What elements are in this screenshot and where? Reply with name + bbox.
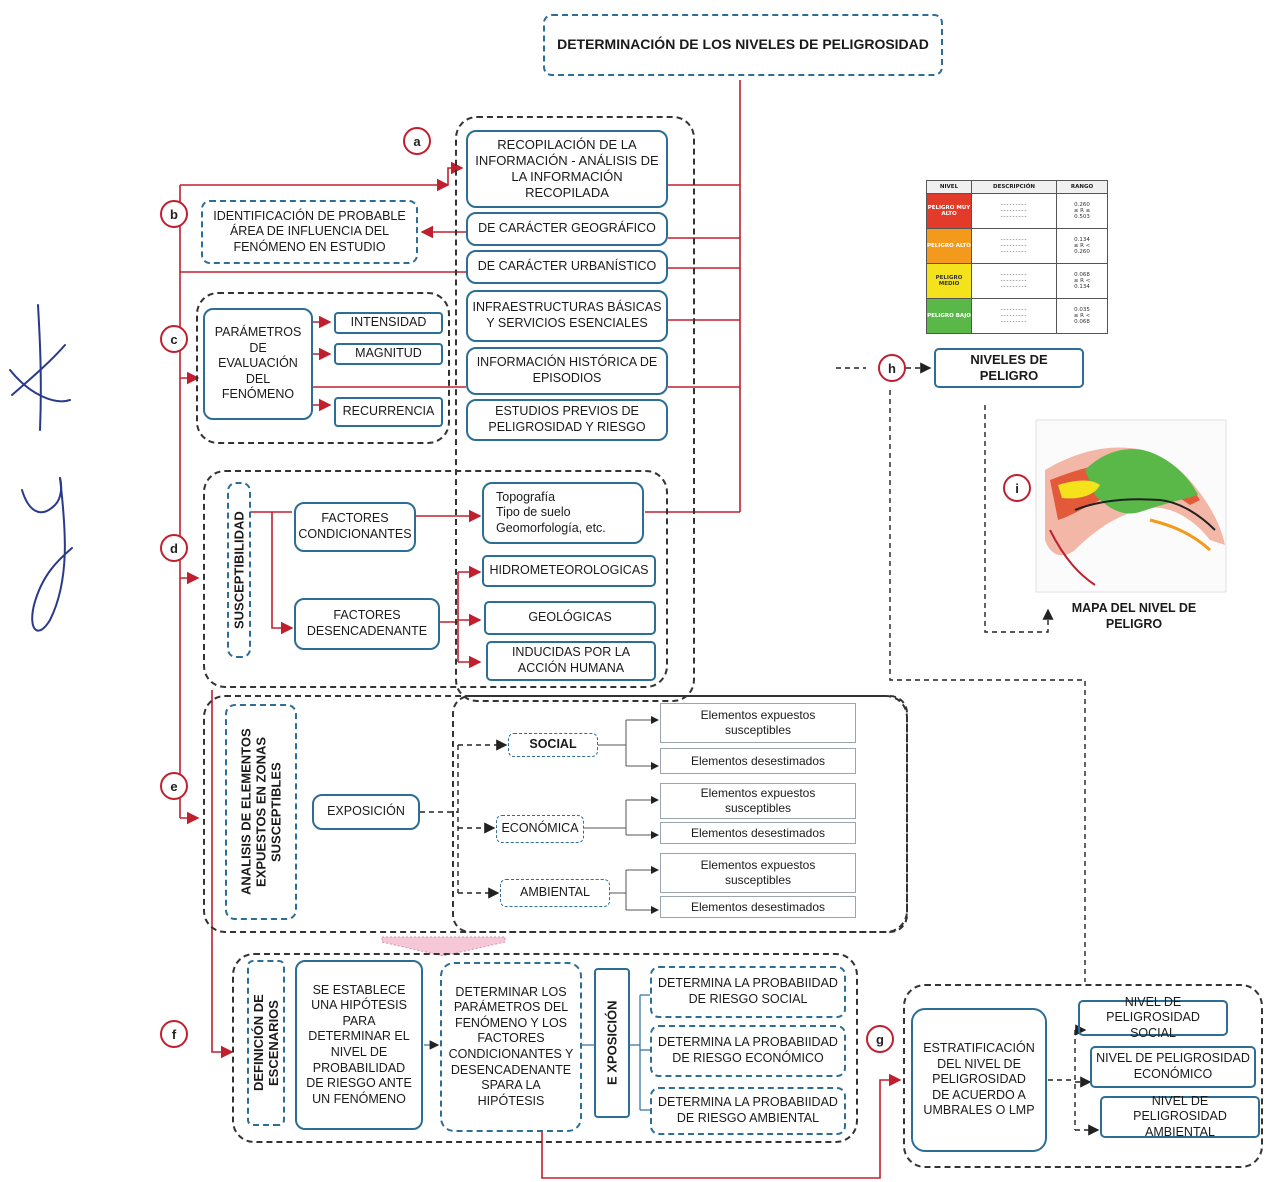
box-condicionantes: FACTORES CONDICIONANTES	[294, 502, 416, 552]
box-nivel-social: NIVEL DE PELIGROSIDAD SOCIAL	[1078, 995, 1228, 1040]
box-estudios: ESTUDIOS PREVIOS DE PELIGROSIDAD Y RIESG…	[466, 399, 668, 441]
table-row: PELIGRO BAJO ---------------------------…	[927, 299, 1107, 333]
topografia-line-3: Geomorfología, etc.	[496, 520, 606, 535]
box-historica: INFORMACIÓN HISTÓRICA DE EPISODIOS	[466, 347, 668, 395]
group-info-container	[455, 116, 695, 702]
economica-desestimados: Elementos desestimados	[660, 822, 856, 844]
group-parametros	[196, 292, 450, 444]
table-cell-rango: 0.068 ≤ R < 0.134	[1073, 272, 1091, 290]
box-geografico: DE CARÁCTER GEOGRÁFICO	[466, 212, 668, 246]
letter-i: i	[1003, 474, 1031, 502]
letter-h: h	[878, 354, 906, 382]
label-exposicion-escenarios: E XPOSICIÓN	[594, 968, 630, 1118]
table-header-rango: RANGO	[1070, 184, 1094, 190]
letter-e: e	[160, 772, 188, 800]
box-prob-social: DETERMINA LA PROBABIIDAD DE RIESGO SOCIA…	[650, 966, 846, 1018]
table-cell-descripcion: ---------------------------	[972, 299, 1057, 333]
box-prob-economico: DETERMINA LA PROBABIIDAD DE RIESGO ECONÓ…	[650, 1025, 846, 1077]
box-intensidad: INTENSIDAD	[334, 312, 443, 334]
table-cell-nivel: PELIGRO MEDIO	[927, 264, 972, 298]
box-parametros: PARÁMETROS DE EVALUACIÓN DEL FENÓMENO	[203, 308, 313, 420]
table-cell-descripcion: ---------------------------	[972, 194, 1057, 228]
group-exposure-sub	[452, 695, 908, 933]
box-urbanistico: DE CARÁCTER URBANÍSTICO	[466, 250, 668, 284]
diagram-title: DETERMINACIÓN DE LOS NIVELES DE PELIGROS…	[543, 14, 943, 76]
box-magnitud: MAGNITUD	[334, 343, 443, 365]
box-topografia: Topografía Tipo de suelo Geomorfología, …	[482, 482, 644, 544]
hazard-level-table: NIVEL DESCRIPCIÓN RANGO PELIGRO MUY ALTO…	[926, 180, 1108, 334]
letter-d: d	[160, 534, 188, 562]
box-infraestructuras: INFRAESTRUCTURAS BÁSICAS Y SERVICIOS ESE…	[466, 290, 668, 342]
box-social: SOCIAL	[508, 733, 598, 757]
table-cell-nivel: PELIGRO BAJO	[927, 299, 972, 333]
letter-f: f	[160, 1020, 188, 1048]
group-susceptibilidad	[203, 470, 668, 688]
social-desestimados: Elementos desestimados	[660, 748, 856, 774]
box-nivel-ambiental: NIVEL DE PELIGROSIDAD AMBIENTAL	[1100, 1094, 1260, 1139]
table-row: PELIGRO MEDIO --------------------------…	[927, 264, 1107, 299]
letter-a: a	[403, 127, 431, 155]
box-determinar-parametros: DETERMINAR LOS PARÁMETROS DEL FENÓMENO Y…	[440, 962, 582, 1132]
label-analisis-elementos: ANALISIS DE ELEMENTOS EXPUESTOS EN ZONAS…	[225, 704, 297, 920]
label-mapa: MAPA DEL NIVEL DE PELIGRO	[1071, 601, 1197, 631]
group-escenarios	[232, 953, 858, 1143]
table-cell-nivel: PELIGRO MUY ALTO	[927, 194, 972, 228]
group-estratificacion	[903, 984, 1263, 1168]
box-economica: ECONÓMICA	[496, 815, 584, 843]
table-cell-rango: 0.260 ≤ R ≤ 0.503	[1073, 202, 1091, 220]
box-inducidas: INDUCIDAS POR LA ACCIÓN HUMANA	[486, 641, 656, 681]
box-prob-ambiental: DETERMINA LA PROBABIIDAD DE RIESGO AMBIE…	[650, 1087, 846, 1135]
economica-expuestos: Elementos expuestos susceptibles	[660, 783, 856, 819]
letter-g: g	[866, 1025, 894, 1053]
box-identificacion: IDENTIFICACIÓN DE PROBABLE ÁREA DE INFLU…	[201, 200, 418, 264]
label-susceptibilidad: SUSCEPTIBILIDAD	[227, 482, 251, 658]
table-cell-nivel: PELIGRO ALTO	[927, 229, 972, 263]
box-hipotesis: SE ESTABLECE UNA HIPÓTESIS PARA DETERMIN…	[295, 960, 423, 1130]
box-estratificacion: ESTRATIFICACIÓN DEL NIVEL DE PELIGROSIDA…	[911, 1008, 1047, 1152]
box-nivel-economico: NIVEL DE PELIGROSIDAD ECONÓMICO	[1090, 1046, 1256, 1088]
table-row: PELIGRO MUY ALTO -----------------------…	[927, 194, 1107, 229]
social-expuestos: Elementos expuestos susceptibles	[660, 703, 856, 743]
box-hidrometeorologicas: HIDROMETEOROLOGICAS	[482, 555, 656, 587]
signature	[9, 304, 73, 632]
box-niveles-peligro: NIVELES DE PELIGRO	[934, 348, 1084, 388]
table-header: NIVEL DESCRIPCIÓN RANGO	[927, 181, 1107, 194]
box-ambiental: AMBIENTAL	[500, 879, 610, 907]
ambiental-desestimados: Elementos desestimados	[660, 896, 856, 918]
letter-b: b	[160, 200, 188, 228]
table-header-nivel: NIVEL	[927, 181, 972, 193]
topografia-line-1: Topografía	[496, 489, 556, 504]
ambiental-expuestos: Elementos expuestos susceptibles	[660, 853, 856, 893]
table-row: PELIGRO ALTO ---------------------------…	[927, 229, 1107, 264]
table-cell-rango: 0.035 ≤ R < 0.068	[1073, 307, 1091, 325]
table-cell-rango: 0.134 ≤ R < 0.260	[1073, 237, 1091, 255]
letter-c: c	[160, 325, 188, 353]
box-recopilacion: RECOPILACIÓN DE LA INFORMACIÓN - ANÁLISI…	[466, 130, 668, 208]
label-definicion-escenarios: DEFINICIÓN DE ESCENARIOS	[247, 960, 285, 1126]
table-cell-descripcion: ---------------------------	[972, 229, 1057, 263]
table-cell-descripcion: ---------------------------	[972, 264, 1057, 298]
box-recurrencia: RECURRENCIA	[334, 397, 443, 427]
table-header-descripcion: DESCRIPCIÓN	[972, 181, 1057, 193]
box-geologicas: GEOLÓGICAS	[484, 601, 656, 635]
box-desencadenante: FACTORES DESENCADENANTE	[294, 598, 440, 650]
topografia-line-2: Tipo de suelo	[496, 505, 571, 520]
box-exposicion: EXPOSICIÓN	[312, 794, 420, 830]
